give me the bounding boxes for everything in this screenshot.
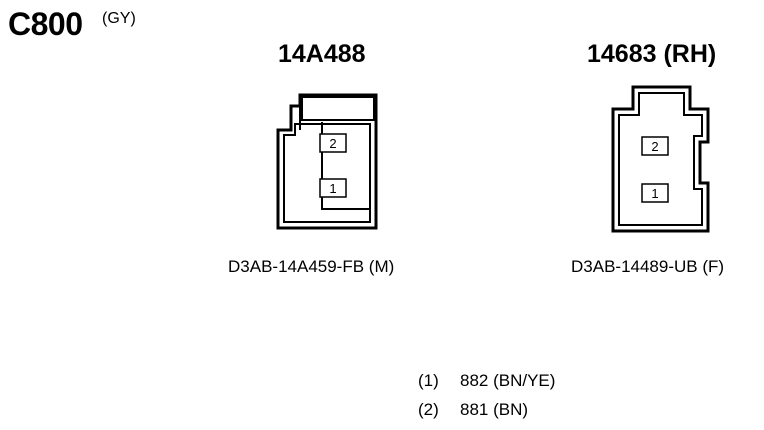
left-pin-1-box	[319, 178, 347, 198]
left-notch	[291, 105, 301, 130]
right-pin-2-label: 2	[651, 139, 658, 154]
pinout-circuit: 882 (BN/YE)	[460, 371, 556, 390]
left-part-number: D3AB-14A459-FB (M)	[228, 257, 395, 276]
left-connector-face: 2 1	[276, 93, 378, 230]
right-pin-1-box	[641, 183, 669, 203]
left-inner-shell	[283, 123, 371, 223]
right-inner-shell	[618, 92, 703, 226]
right-pin-1-label: 1	[651, 186, 658, 201]
left-latch-block	[301, 96, 375, 121]
left-connector-title: 14A488	[278, 40, 366, 68]
left-pin-2-box	[319, 133, 347, 153]
left-pin-2-label: 2	[329, 136, 336, 151]
right-connector-face: 2 1	[611, 85, 710, 233]
connector-color: (GY)	[102, 10, 136, 27]
connector-id: C800	[8, 6, 83, 42]
right-pin-2-box	[641, 136, 669, 156]
right-connector-title: 14683 (RH)	[587, 40, 717, 68]
pinout-circuit: 881 (BN)	[460, 400, 529, 419]
pinout-row: (2) 881 (BN)	[418, 400, 528, 420]
right-outer-shell	[611, 85, 710, 233]
pinout-pin-number: (2)	[418, 400, 439, 419]
left-pin-1-label: 1	[329, 181, 336, 196]
pinout-row: (1) 882 (BN/YE)	[418, 371, 555, 391]
pinout-pin-number: (1)	[418, 371, 439, 390]
right-part-number: D3AB-14489-UB (F)	[571, 257, 725, 276]
